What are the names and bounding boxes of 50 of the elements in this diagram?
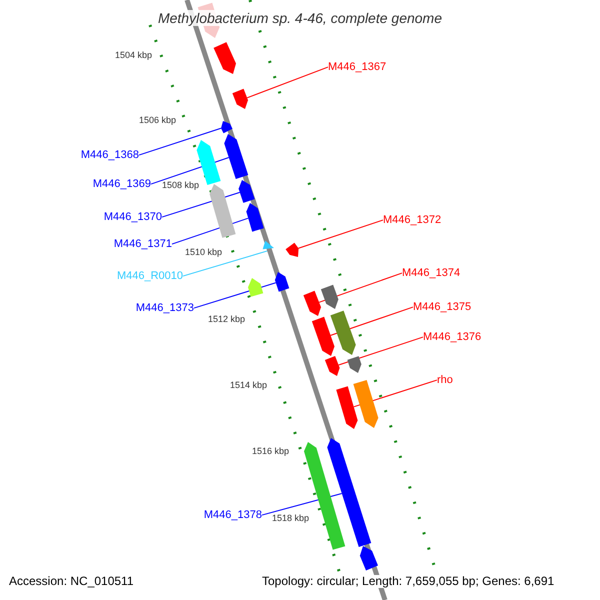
scale-label: 1514 kbp [230,381,267,391]
gene-feature [327,438,372,547]
gene-label: M446_1368 [80,149,139,162]
gene-label: M446_1376 [423,331,482,344]
leader-line [246,66,328,98]
scale-label: 1510 kbp [184,248,222,258]
gene-label: M446_1367 [328,61,386,74]
scale-label: 1518 kbp [272,514,309,524]
gene-feature [224,134,248,179]
accession-text: Accession: NC_010511 [9,575,134,588]
gene-label: rho [437,374,453,386]
gene-feature [286,242,299,257]
gene-label: M446_1370 [104,211,162,224]
gene-label: M446_1378 [204,509,262,522]
scale-label: 1508 kbp [162,181,199,191]
gene-label: M446_1371 [114,238,172,250]
gene-feature [214,42,236,74]
gene-feature [353,380,378,428]
gene-label: M446_1369 [92,178,151,190]
scale-label: 1512 kbp [208,315,245,325]
leader-line [318,272,402,303]
gene-label: M446_1372 [383,214,442,226]
gene-feature [248,278,264,297]
gene-feature [324,356,340,376]
gene-triangle [262,240,274,250]
gene-label: M446_1373 [136,302,194,314]
scale-label: 1504 kbp [114,51,152,61]
gene-feature [312,316,334,356]
scale-label: 1516 kbp [252,447,289,457]
gene-feature [274,272,290,292]
gene-feature [210,184,236,238]
gene-feature [238,180,255,203]
gene-feature [246,203,264,232]
gene-feature [336,386,358,429]
gene-feature [232,88,248,109]
gene-feature [360,546,378,570]
gene-feature [221,121,232,134]
gene-feature [320,284,338,309]
gene-label: M446_1375 [413,301,472,314]
scale-label: 1506 kbp [138,116,176,126]
genome-info-text: Topology: circular; Length: 7,659,055 bp; Genes: 6,691 [262,575,554,588]
leader-line [138,128,222,156]
leader-line [298,220,384,249]
leader-line [194,282,276,309]
gene-feature [347,356,362,373]
gene-label: M446_1374 [402,267,460,280]
leader-line [182,250,268,277]
gene-label: M446_R0010 [116,270,183,282]
gene-feature [330,310,356,355]
gene-feature [303,290,321,316]
